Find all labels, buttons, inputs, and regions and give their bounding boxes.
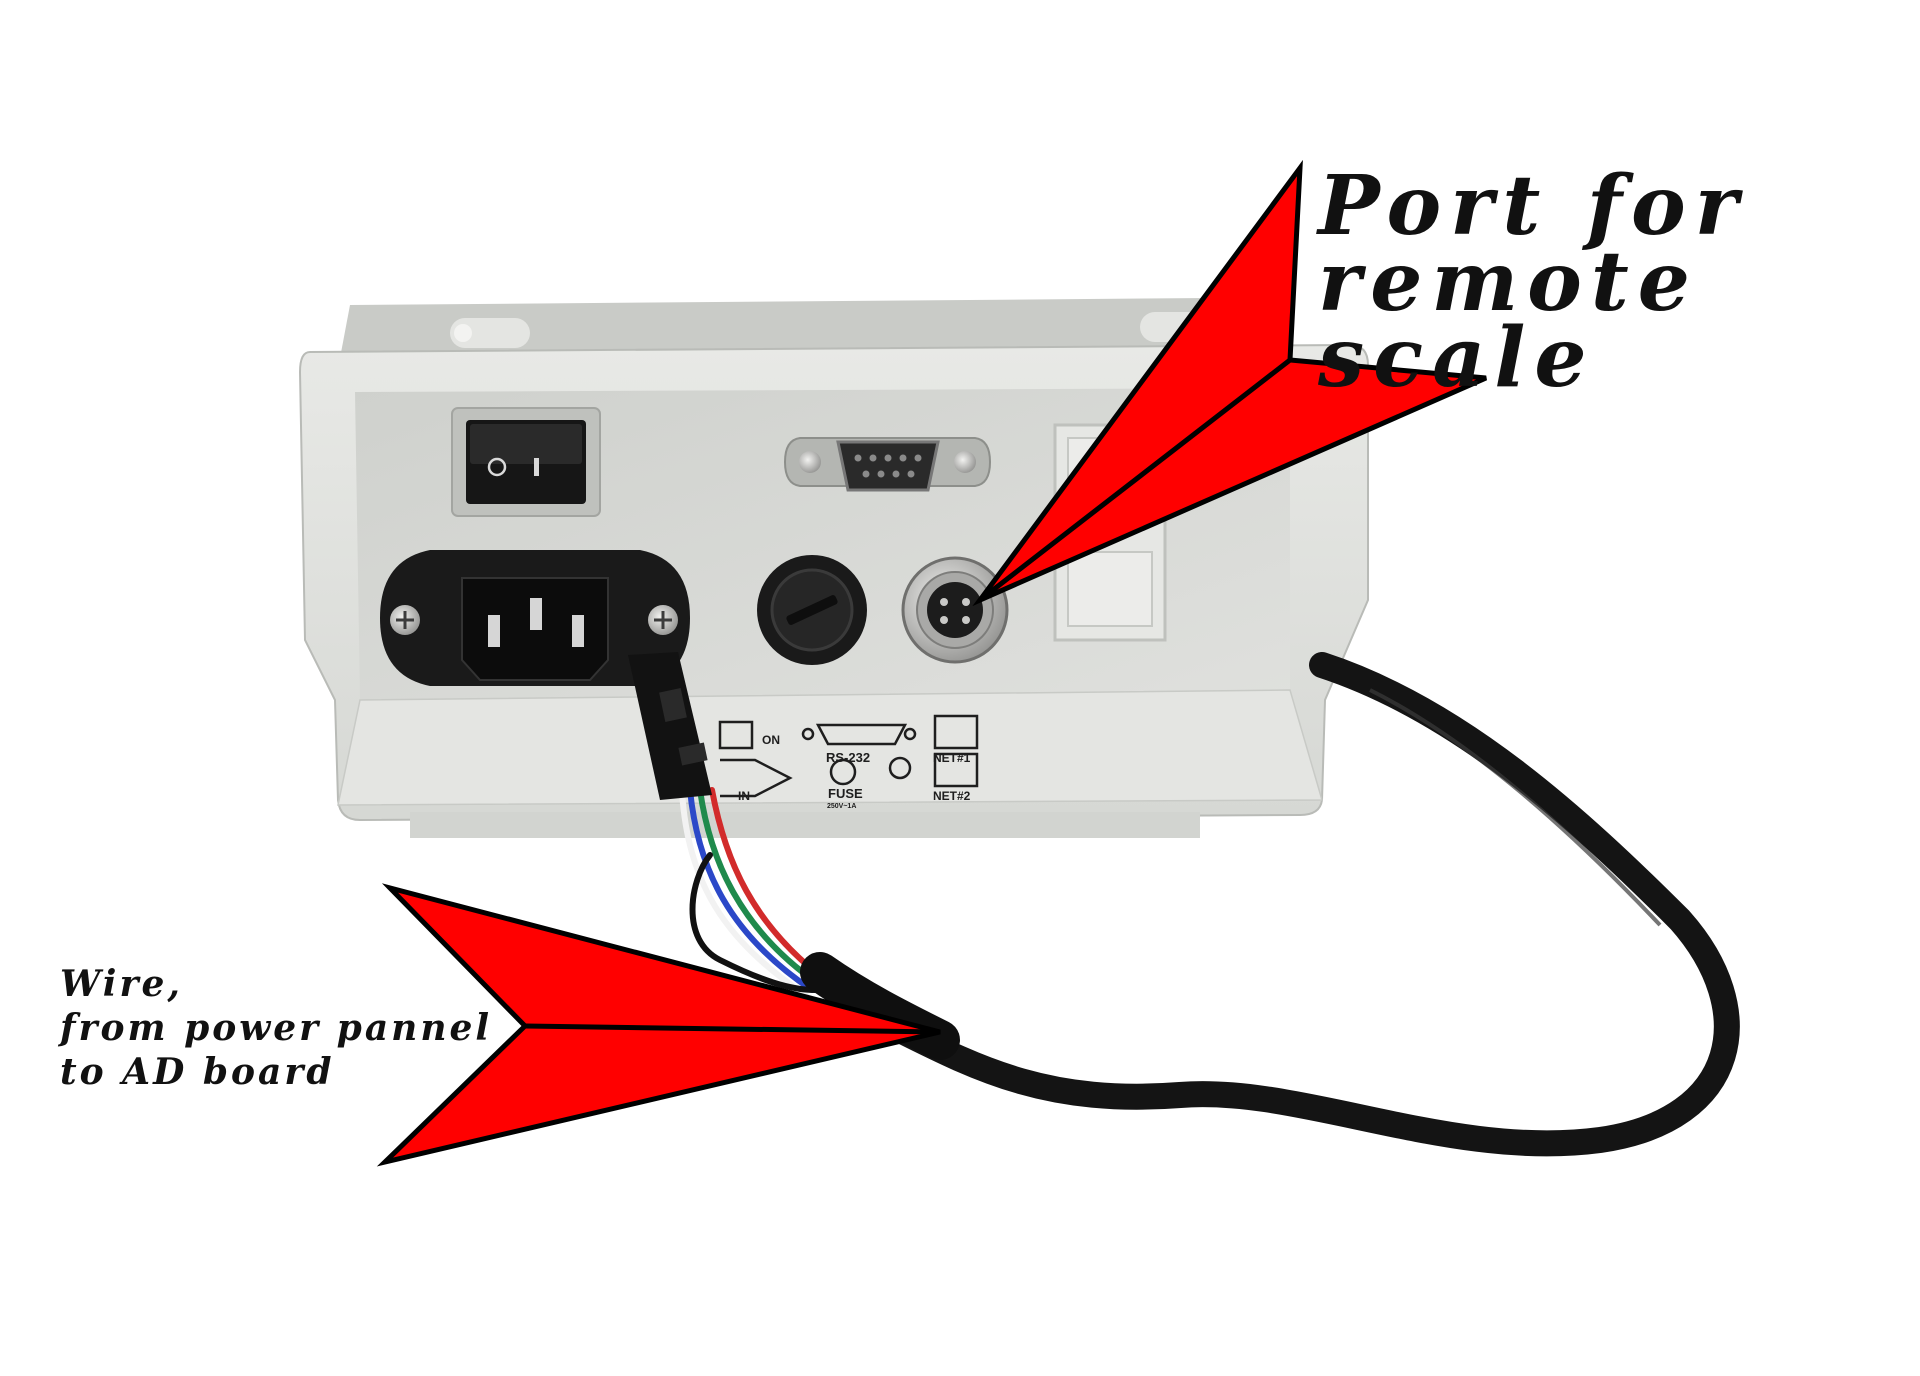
fuse-rating-label: 250V~1A (827, 803, 856, 810)
net1-label: NET#1 (933, 751, 971, 765)
power-switch (451, 407, 601, 517)
on-label: ON (762, 733, 780, 747)
rs232-label: RS-232 (826, 750, 870, 765)
housing-top-rim (340, 298, 1225, 358)
in-label: IN (738, 789, 750, 803)
wire-label-line1: Wire, (60, 963, 183, 1005)
panel-ledge (337, 689, 1323, 806)
wire-arrow-icon (376, 883, 941, 1167)
housing-base (410, 812, 1200, 838)
port-arrow-icon (972, 159, 1488, 607)
rs232-port (783, 437, 992, 492)
internal-wire-bundle (679, 787, 831, 998)
wire-connector (628, 652, 712, 800)
port-label-line1: Port for (1318, 158, 1747, 254)
remote-cable (887, 652, 1740, 1157)
port-label-line2: remote scale (1318, 234, 1699, 406)
fuse-label: FUSE (828, 786, 863, 801)
fuse-holder (757, 555, 867, 665)
net2-label: NET#2 (933, 789, 971, 803)
power-inlet (380, 550, 690, 686)
wire-label-line2: from power pannel (60, 1007, 493, 1049)
wire-label-line3: to AD board (60, 1051, 335, 1093)
panel-legend (718, 714, 979, 798)
remote-scale-port (901, 556, 1009, 664)
